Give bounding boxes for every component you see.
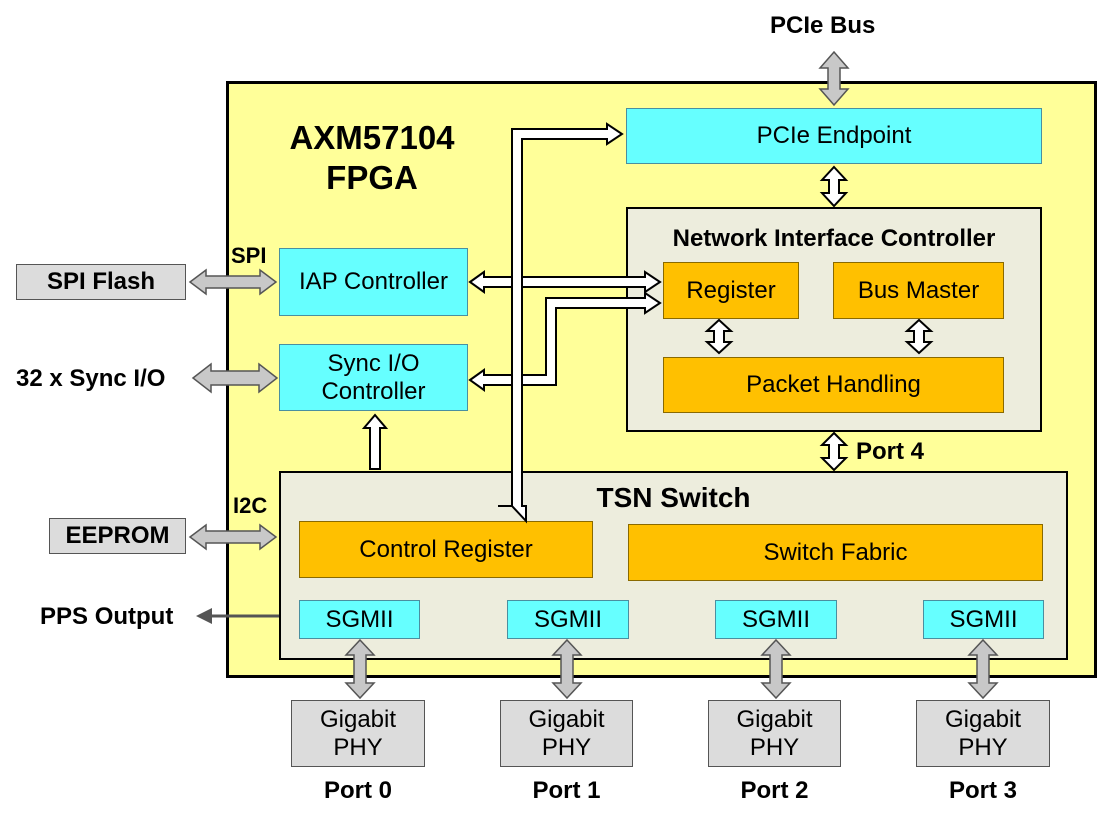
sgmii-label-2: SGMII bbox=[741, 605, 810, 633]
sync-io-arrow bbox=[191, 362, 279, 394]
pcie-nic-arrow bbox=[819, 165, 849, 208]
eeprom-block: EEPROM bbox=[49, 518, 186, 554]
iap-controller-block: IAP Controller bbox=[279, 248, 468, 316]
pcie-bus-arrow bbox=[818, 50, 850, 107]
nic-packet-handling-block: Packet Handling bbox=[663, 357, 1004, 413]
nic-title: Network Interface Controller bbox=[672, 225, 996, 252]
sgmii-block-3: SGMII bbox=[923, 600, 1044, 639]
sgmii-phy-arrow-3 bbox=[967, 638, 999, 700]
sgmii-block-2: SGMII bbox=[715, 600, 837, 639]
sgmii-label-3: SGMII bbox=[949, 605, 1018, 633]
sgmii-label-1: SGMII bbox=[533, 605, 602, 633]
fpga-title: AXM57104 FPGA bbox=[262, 118, 482, 198]
nic-bus-master-label: Bus Master bbox=[857, 276, 980, 304]
port-label-1: Port 1 bbox=[532, 777, 601, 804]
port-label-3: Port 3 bbox=[948, 777, 1017, 804]
phy-label-line2-3: PHY bbox=[958, 733, 1008, 761]
port4-arrow bbox=[819, 431, 849, 472]
nic-packet-handling-label: Packet Handling bbox=[746, 371, 921, 399]
pcie-control-register-arrow bbox=[498, 122, 624, 524]
sync-register-arrow bbox=[468, 291, 662, 392]
iap-controller-label: IAP Controller bbox=[299, 268, 448, 296]
phy-label-line2-0: PHY bbox=[333, 733, 383, 761]
port-label-2: Port 2 bbox=[740, 777, 809, 804]
pcie-endpoint-block: PCIe Endpoint bbox=[626, 108, 1042, 164]
sgmii-label-0: SGMII bbox=[325, 605, 394, 633]
sync-tsn-arrow bbox=[361, 413, 389, 470]
nic-register-block: Register bbox=[663, 262, 799, 319]
fpga-title-line1: AXM57104 bbox=[289, 119, 455, 156]
gigabit-phy-3: Gigabit PHY bbox=[916, 700, 1050, 767]
register-packet-arrow bbox=[704, 318, 734, 355]
iap-register-arrow bbox=[468, 270, 662, 294]
spi-label: SPI bbox=[231, 243, 267, 268]
nic-bus-master-block: Bus Master bbox=[833, 262, 1004, 319]
port-label-0: Port 0 bbox=[323, 777, 392, 804]
fpga-title-line2: FPGA bbox=[326, 159, 418, 196]
sgmii-phy-arrow-2 bbox=[760, 638, 792, 700]
busmaster-packet-arrow bbox=[904, 318, 934, 355]
control-register-block: Control Register bbox=[299, 521, 593, 578]
gigabit-phy-0: Gigabit PHY bbox=[291, 700, 425, 767]
sgmii-phy-arrow-1 bbox=[551, 638, 583, 700]
phy-label-line2-1: PHY bbox=[541, 733, 592, 761]
phy-label-line1-3: Gigabit bbox=[944, 705, 1022, 733]
sgmii-block-0: SGMII bbox=[299, 600, 420, 639]
switch-fabric-label: Switch Fabric bbox=[763, 538, 908, 566]
pcie-endpoint-label: PCIe Endpoint bbox=[756, 122, 912, 150]
port4-label: Port 4 bbox=[856, 438, 925, 465]
sync-io-label-line1: Sync I/O bbox=[327, 349, 420, 377]
tsn-switch-title: TSN Switch bbox=[596, 482, 751, 513]
gigabit-phy-2: Gigabit PHY bbox=[708, 700, 841, 767]
spi-flash-arrow bbox=[188, 268, 278, 296]
sync-io-controller-block: Sync I/O Controller bbox=[279, 344, 468, 411]
sgmii-block-1: SGMII bbox=[507, 600, 629, 639]
sync-io-label-line2: Controller bbox=[321, 377, 426, 405]
i2c-label: I2C bbox=[233, 493, 268, 518]
phy-label-line1-2: Gigabit bbox=[736, 705, 813, 733]
spi-flash-block: SPI Flash bbox=[16, 264, 186, 300]
gigabit-phy-1: Gigabit PHY bbox=[500, 700, 633, 767]
sync-io-external-label: 32 x Sync I/O bbox=[16, 365, 166, 392]
eeprom-arrow bbox=[188, 523, 278, 551]
nic-register-label: Register bbox=[686, 276, 776, 304]
pps-output-arrow bbox=[196, 608, 279, 624]
pps-output-label: PPS Output bbox=[40, 603, 174, 630]
phy-label-line2-2: PHY bbox=[749, 733, 800, 761]
sgmii-phy-arrow-0 bbox=[344, 638, 376, 700]
pcie-bus-label: PCIe Bus bbox=[770, 12, 876, 39]
phy-label-line1-0: Gigabit bbox=[319, 705, 397, 733]
eeprom-label: EEPROM bbox=[65, 522, 170, 550]
control-register-label: Control Register bbox=[359, 535, 533, 563]
switch-fabric-block: Switch Fabric bbox=[628, 524, 1043, 581]
spi-flash-label: SPI Flash bbox=[46, 268, 156, 296]
phy-label-line1-1: Gigabit bbox=[528, 705, 605, 733]
